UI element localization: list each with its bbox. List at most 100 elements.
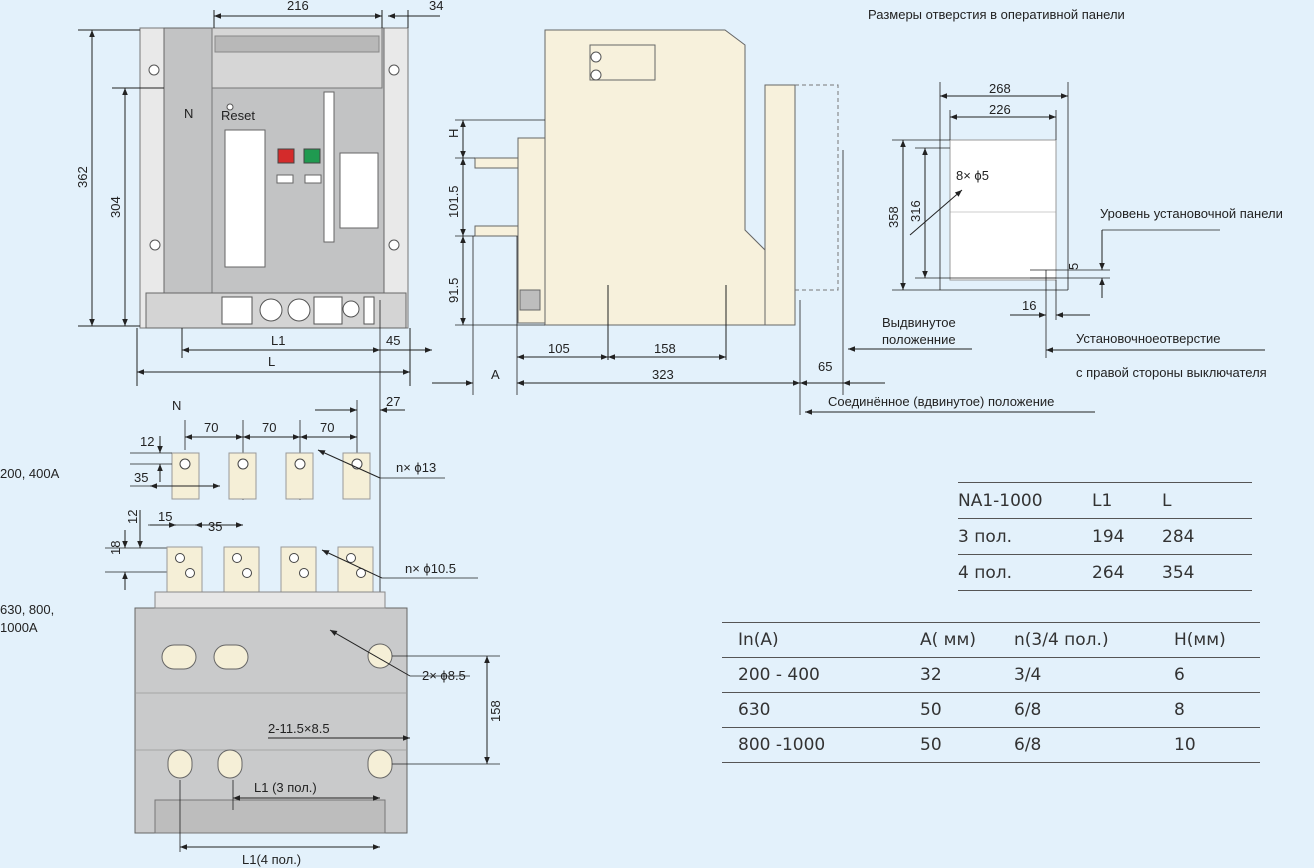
side-dim-91-5: 91.5 bbox=[446, 278, 461, 303]
terminal-large-1 bbox=[166, 546, 203, 593]
cutout-dim-316: 316 bbox=[908, 200, 923, 222]
dim-35b: 35 bbox=[208, 519, 222, 534]
current-row: 630 50 6/8 8 bbox=[722, 693, 1260, 728]
mount-hole-label-2: с правой стороны выключателя bbox=[1076, 365, 1267, 380]
side-dim-a: A bbox=[491, 367, 500, 382]
model-table: NA1-1000 L1 L 3 пол. 194 284 4 пол. 264 … bbox=[958, 482, 1252, 591]
model-header-l: L bbox=[1162, 490, 1172, 511]
side-dim-323: 323 bbox=[652, 367, 674, 382]
pitch-70-a: 70 bbox=[204, 420, 218, 435]
cutout-title: Размеры отверстия в оперативной панели bbox=[868, 7, 1125, 22]
window-right bbox=[339, 152, 379, 229]
current-cell: 32 bbox=[920, 665, 942, 685]
terminal-pole-n: N bbox=[172, 398, 181, 413]
dim-18: 18 bbox=[108, 541, 123, 555]
dim-15: 15 bbox=[158, 509, 172, 524]
cutout-dim-226: 226 bbox=[989, 102, 1011, 117]
front-dim-l1: L1 bbox=[271, 333, 285, 348]
front-dim-216: 216 bbox=[287, 0, 309, 13]
current-table-header: In(A) A( мм) n(3/4 пол.) H(мм) bbox=[722, 622, 1260, 658]
cutout-dim-268: 268 bbox=[989, 81, 1011, 96]
current-row: 200 - 400 32 3/4 6 bbox=[722, 658, 1260, 693]
reset-button bbox=[226, 103, 234, 111]
panel-level-label: Уровень установочной панели bbox=[1100, 206, 1283, 221]
model-cell: 194 bbox=[1092, 526, 1125, 547]
terminals: N 70 70 70 27 12 35 n× ϕ13 200, 400A bbox=[0, 394, 503, 867]
current-row: 800 -1000 50 6/8 10 bbox=[722, 728, 1260, 763]
l1-4pole-label: L1(4 пол.) bbox=[242, 852, 301, 867]
model-table-header: NA1-1000 L1 L bbox=[958, 482, 1252, 519]
side-dim-105: 105 bbox=[548, 341, 570, 356]
current-header-n: n(3/4 пол.) bbox=[1014, 630, 1109, 650]
terminal-large-4 bbox=[337, 546, 374, 593]
model-cell: 4 пол. bbox=[958, 562, 1013, 583]
model-row-4pole: 4 пол. 264 354 bbox=[958, 555, 1252, 591]
connected-label: Соединённое (вдвинутое) положение bbox=[828, 394, 1054, 409]
model-cell: 284 bbox=[1162, 526, 1195, 547]
front-dim-34: 34 bbox=[429, 0, 443, 13]
dim-35: 35 bbox=[134, 470, 148, 485]
side-body bbox=[544, 29, 766, 326]
current-cell: 800 -1000 bbox=[738, 735, 826, 755]
rating-small: 200, 400A bbox=[0, 466, 60, 481]
current-cell: 6/8 bbox=[1014, 735, 1042, 755]
side-dim-h: H bbox=[446, 129, 461, 138]
current-cell: 630 bbox=[738, 700, 771, 720]
cutout-dim-358: 358 bbox=[886, 206, 901, 228]
model-cell: 3 пол. bbox=[958, 526, 1013, 547]
current-header-h: H(мм) bbox=[1174, 630, 1226, 650]
side-dim-158: 158 bbox=[654, 341, 676, 356]
panel-cutout: Размеры отверстия в оперативной панели 2… bbox=[868, 7, 1283, 380]
slots-label: 2-11.5×8.5 bbox=[268, 721, 330, 736]
current-cell: 10 bbox=[1174, 735, 1196, 755]
front-dim-362: 362 bbox=[75, 166, 90, 188]
model-cell: 354 bbox=[1162, 562, 1195, 583]
holes-13-label: n× ϕ13 bbox=[396, 460, 436, 475]
dim-12b: 12 bbox=[125, 510, 140, 524]
model-cell: 264 bbox=[1092, 562, 1125, 583]
cutout-rect bbox=[949, 139, 1057, 281]
model-row-3pole: 3 пол. 194 284 bbox=[958, 519, 1252, 555]
reset-label: Reset bbox=[221, 108, 255, 123]
current-cell: 50 bbox=[920, 735, 942, 755]
current-table: In(A) A( мм) n(3/4 пол.) H(мм) 200 - 400… bbox=[722, 622, 1260, 763]
cutout-dim-16: 16 bbox=[1022, 298, 1036, 313]
rating-large-1: 630, 800, bbox=[0, 602, 54, 617]
current-header-in: In(A) bbox=[738, 630, 779, 650]
handle-bar bbox=[323, 91, 335, 243]
cutout-dim-5: 5 bbox=[1066, 263, 1081, 270]
side-view: H 101.5 91.5 105 158 A 323 65 Выдвинутое… bbox=[432, 29, 1095, 415]
current-header-a: A( мм) bbox=[920, 630, 976, 650]
front-view: Reset N 216 34 362 304 L1 L bbox=[75, 0, 443, 820]
dim-27: 27 bbox=[386, 394, 400, 409]
off-button bbox=[277, 148, 295, 164]
current-cell: 50 bbox=[920, 700, 942, 720]
front-dim-45: 45 bbox=[386, 333, 400, 348]
dim-12: 12 bbox=[140, 434, 154, 449]
pitch-70-c: 70 bbox=[320, 420, 334, 435]
current-cell: 6/8 bbox=[1014, 700, 1042, 720]
model-header-model: NA1-1000 bbox=[958, 490, 1043, 511]
side-dim-101-5: 101.5 bbox=[446, 185, 461, 218]
plate-dim-158: 158 bbox=[488, 700, 503, 722]
current-cell: 200 - 400 bbox=[738, 665, 820, 685]
front-pole-n: N bbox=[184, 106, 193, 121]
terminal-large-3 bbox=[280, 546, 317, 593]
front-dim-l: L bbox=[268, 354, 275, 369]
terminal-large-2 bbox=[223, 546, 260, 593]
rating-large-2: 1000A bbox=[0, 620, 38, 635]
pitch-70-b: 70 bbox=[262, 420, 276, 435]
side-dim-65: 65 bbox=[818, 359, 832, 374]
on-button bbox=[303, 148, 321, 164]
current-cell: 8 bbox=[1174, 700, 1185, 720]
cutout-holes: 8× ϕ5 bbox=[956, 168, 989, 183]
front-dim-304: 304 bbox=[108, 196, 123, 218]
current-cell: 6 bbox=[1174, 665, 1185, 685]
mount-hole-label-1: Установочноеотверстие bbox=[1076, 331, 1221, 346]
holes-8-5-label: 2× ϕ8.5 bbox=[422, 668, 466, 683]
withdrawn-label-1: Выдвинутое bbox=[882, 315, 956, 330]
window-left bbox=[224, 129, 266, 268]
l1-3pole-label: L1 (3 пол.) bbox=[254, 780, 317, 795]
current-cell: 3/4 bbox=[1014, 665, 1042, 685]
